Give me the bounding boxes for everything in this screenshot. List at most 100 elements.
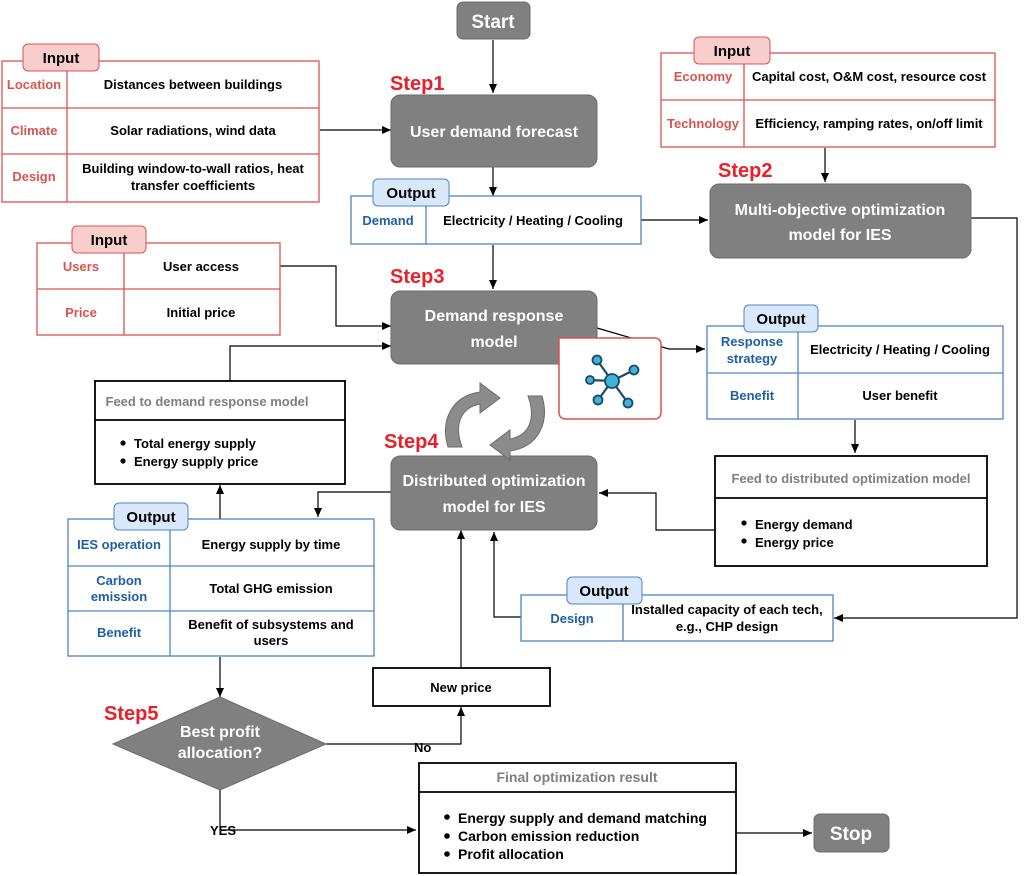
input1-label-design: Design <box>12 169 55 184</box>
output3-label-carbon-1: Carbon <box>96 573 142 588</box>
bullet <box>120 440 126 446</box>
final-title: Final optimization result <box>496 769 657 785</box>
bullet <box>444 851 450 857</box>
arrow-step2-to-output4 <box>834 217 1018 622</box>
input1-label-location: Location <box>7 77 61 92</box>
bullet <box>444 814 450 820</box>
step4-box <box>390 455 598 531</box>
input1-value-climate: Solar radiations, wind data <box>110 123 276 138</box>
final-result-box <box>418 762 737 874</box>
input3-tag-text: Input <box>91 232 128 249</box>
feed-dr-box <box>94 380 346 485</box>
step4-label: Step4 <box>384 431 439 453</box>
output4-value-design-2: e.g., CHP design <box>676 619 778 634</box>
input1-tag-text: Input <box>43 50 80 67</box>
input3-label-users: Users <box>63 259 99 274</box>
stop-label: Stop <box>830 824 872 845</box>
arrow-step3-to-output2 <box>596 327 705 353</box>
output3-tag-text: Output <box>126 509 175 526</box>
bullet <box>444 833 450 839</box>
cycle-arrows-icon <box>445 382 545 461</box>
step2-line2: model for IES <box>788 227 891 244</box>
input3-table <box>36 242 281 336</box>
step1-text: User demand forecast <box>410 124 579 141</box>
output2-table <box>706 325 1004 420</box>
feed-do-title: Feed to distributed optimization model <box>731 471 970 486</box>
final-item-1: Energy supply and demand matching <box>458 810 707 826</box>
output2-tag <box>743 304 819 333</box>
step4-line1: Distributed optimization <box>402 473 585 490</box>
input1-tag <box>22 43 100 72</box>
arrow-step5-yes-to-final <box>219 790 416 834</box>
step2-line1: Multi-objective optimization <box>735 202 946 219</box>
bullet <box>741 538 747 544</box>
step4-line2: model for IES <box>442 499 545 516</box>
output3-label-operation: IES operation <box>77 537 161 552</box>
step3-line2: model <box>470 334 517 351</box>
output1-value-demand: Electricity / Heating / Cooling <box>443 213 623 228</box>
output3-value-operation: Energy supply by time <box>202 537 341 552</box>
input2-value-economy: Capital cost, O&M cost, resource cost <box>752 69 987 84</box>
output1-tag <box>372 178 450 207</box>
step1-label: Step1 <box>390 73 444 95</box>
output4-value-design-1: Installed capacity of each tech, <box>631 602 822 617</box>
input1-value-design-2: transfer coefficients <box>131 178 255 193</box>
stop-node <box>813 813 890 853</box>
input3-label-price: Price <box>65 305 97 320</box>
start-node <box>456 1 531 40</box>
step3-box <box>390 290 598 365</box>
arrow-step5-no-to-new-price <box>326 707 465 745</box>
step5-line1: Best profit <box>180 724 261 741</box>
input2-label-technology: Technology <box>667 116 740 131</box>
input2-table <box>660 52 996 148</box>
input2-value-technology: Efficiency, ramping rates, on/off limit <box>755 116 983 131</box>
feed-dr-item-2: Energy supply price <box>134 454 258 469</box>
no-label: No <box>414 740 431 755</box>
step3-label: Step3 <box>390 266 444 288</box>
arrow-step4-to-output3 <box>314 491 391 517</box>
feed-dr-item-1: Total energy supply <box>134 436 257 451</box>
feed-dr-title: Feed to demand response model <box>106 394 309 409</box>
step5-line2: allocation? <box>178 745 262 762</box>
feed-do-item-2: Energy price <box>755 535 834 550</box>
output3-table <box>67 518 375 657</box>
output1-label-demand: Demand <box>362 213 413 228</box>
input2-label-economy: Economy <box>674 69 733 84</box>
step2-box <box>709 183 972 259</box>
output4-label-design: Design <box>550 611 593 626</box>
input2-tag-text: Input <box>714 43 751 60</box>
output2-label-response-1: Response <box>721 334 783 349</box>
output2-value-response: Electricity / Heating / Cooling <box>810 342 990 357</box>
bullet <box>120 458 126 464</box>
final-item-2: Carbon emission reduction <box>458 828 639 844</box>
output3-value-benefit-2: users <box>254 633 289 648</box>
yes-label: YES <box>210 823 236 838</box>
input3-value-users: User access <box>163 259 239 274</box>
output3-value-benefit-1: Benefit of subsystems and <box>188 617 353 632</box>
output1-tag-text: Output <box>386 185 435 202</box>
input1-value-design-1: Building window-to-wall ratios, heat <box>82 161 304 176</box>
output2-label-benefit: Benefit <box>730 388 775 403</box>
network-icon <box>558 337 662 420</box>
arrow-feed-do-to-step4 <box>599 489 714 531</box>
output4-tag <box>566 576 643 605</box>
step2-label: Step2 <box>718 160 772 182</box>
arrow-output4-to-step4 <box>490 532 521 618</box>
arrow-input3-to-step3 <box>280 265 391 330</box>
step3-line1: Demand response <box>425 308 564 325</box>
start-label: Start <box>471 12 515 33</box>
new-price-box <box>372 667 551 707</box>
feed-do-box <box>714 455 988 567</box>
output2-tag-text: Output <box>756 311 805 328</box>
connectors <box>216 40 1018 837</box>
input2-tag <box>693 36 771 65</box>
step5-decision <box>111 696 328 791</box>
output3-label-benefit: Benefit <box>97 625 142 640</box>
output2-value-benefit: User benefit <box>862 388 938 403</box>
step5-label: Step5 <box>104 703 158 725</box>
output3-label-carbon-2: emission <box>91 589 147 604</box>
output2-label-response-2: strategy <box>727 351 778 366</box>
input1-label-climate: Climate <box>11 123 58 138</box>
bullet <box>741 520 747 526</box>
